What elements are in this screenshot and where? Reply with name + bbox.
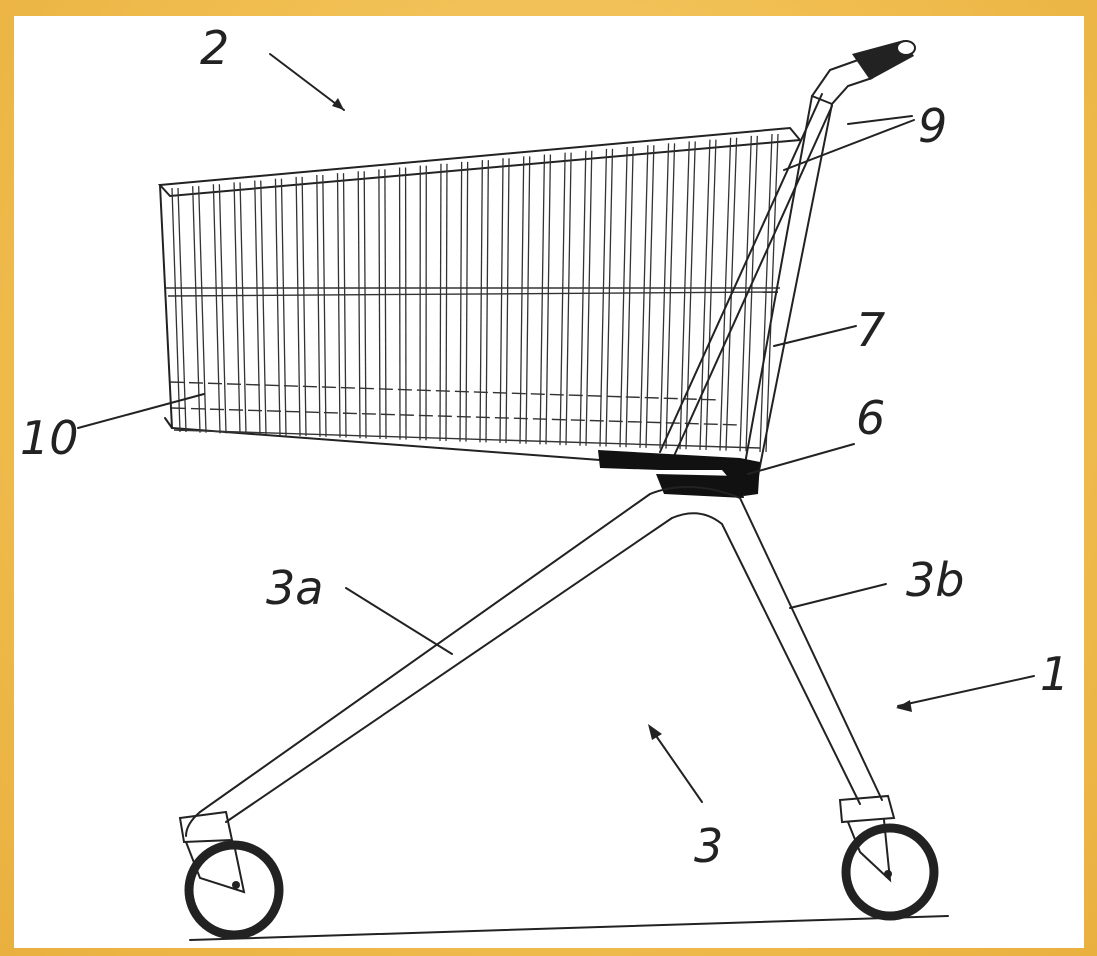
basket-bar	[539, 154, 546, 445]
basket-bar	[665, 143, 676, 449]
bracket-6	[598, 450, 760, 498]
basket-bar	[519, 156, 525, 444]
basket-bar	[465, 161, 469, 442]
basket-bar	[739, 135, 752, 452]
basket-bar	[171, 187, 181, 433]
basket-bar	[301, 176, 307, 437]
basket-bar	[260, 180, 267, 435]
label-3: 3	[694, 819, 723, 873]
basket-bar	[192, 186, 201, 433]
basket-bar	[177, 187, 187, 433]
basket-bar	[585, 150, 593, 446]
basket-bar	[645, 145, 655, 448]
basket-bar	[439, 163, 442, 441]
basket-bar	[459, 161, 463, 442]
basket-bar	[579, 150, 587, 446]
basket-bar	[525, 156, 531, 444]
basket-bar	[342, 173, 347, 438]
basket-bar	[218, 184, 227, 434]
rear-caster	[178, 810, 284, 940]
label-10: 10	[20, 411, 79, 465]
basket	[157, 126, 802, 461]
basket-bar	[625, 147, 634, 448]
ground-line	[189, 915, 949, 941]
label-1: 1	[1040, 647, 1069, 701]
basket-bar	[659, 143, 670, 449]
basket-bar	[545, 154, 552, 445]
basket-bar	[212, 184, 221, 434]
basket-bar	[316, 174, 321, 437]
label-2: 2	[200, 21, 229, 75]
label-9: 9	[918, 99, 947, 153]
basket-bar	[479, 160, 483, 443]
basket-bar	[505, 158, 510, 444]
basket-bar	[639, 145, 649, 448]
basket-bar	[559, 152, 566, 446]
basket-bar	[485, 160, 489, 443]
label-3b: 3b	[906, 553, 964, 607]
basket-bar	[745, 135, 758, 452]
basket-bar	[759, 133, 773, 453]
basket-bar	[295, 176, 301, 437]
label-3a: 3a	[266, 561, 323, 615]
basket-bar	[685, 141, 696, 450]
label-6: 6	[856, 391, 885, 445]
basket-bar	[322, 174, 327, 437]
basket-bar	[384, 169, 387, 439]
basket-bar	[599, 148, 608, 447]
label-7: 7	[856, 303, 885, 357]
basket-bar	[357, 171, 361, 439]
basket-bar	[363, 171, 367, 439]
basket-bar	[336, 173, 341, 438]
chassis	[185, 485, 883, 837]
basket-bar	[719, 137, 732, 451]
front-caster	[838, 794, 939, 921]
basket-bar	[239, 182, 247, 435]
basket-bars	[171, 133, 779, 453]
leader-lines	[77, 53, 1035, 803]
basket-bar	[445, 163, 448, 441]
basket-bar	[605, 148, 614, 447]
basket-bar	[765, 133, 779, 453]
handle-frame	[659, 40, 916, 487]
basket-bar	[619, 147, 628, 448]
basket-bar	[679, 141, 690, 450]
basket-bar	[254, 180, 261, 435]
basket-bar	[699, 139, 711, 450]
basket-bar	[233, 182, 241, 435]
basket-bar	[378, 169, 381, 439]
basket-bar	[499, 158, 504, 444]
basket-bar	[705, 139, 717, 450]
basket-bar	[565, 152, 572, 446]
basket-bar	[198, 186, 207, 433]
drawing-sheet	[14, 16, 1084, 948]
basket-bar	[280, 178, 287, 436]
basket-bar	[274, 178, 281, 436]
